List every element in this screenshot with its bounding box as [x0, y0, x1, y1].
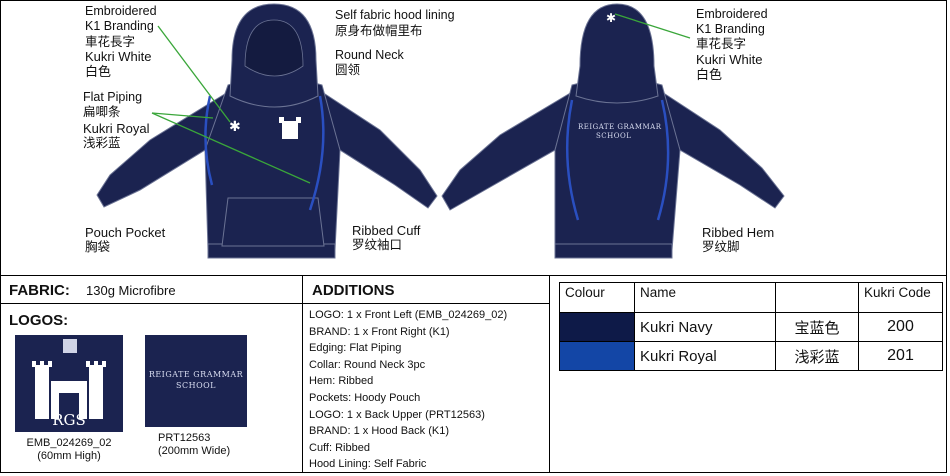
- logos-panel: LOGOS: RGS EMB_024269_02 (60mm High) REI…: [0, 304, 303, 473]
- additions-item: LOGO: 1 x Back Upper (PRT12563): [309, 408, 485, 421]
- additions-heading: ADDITIONS: [312, 282, 395, 299]
- garment-illustration-panel: ✱ ✱ REIGATE GRAMMAR SCHOOL Embroidere: [0, 3, 947, 276]
- fabric-value: 130g Microfibre: [86, 283, 176, 298]
- additions-header: ADDITIONS: [303, 276, 550, 304]
- emb-front-label-line1: Embroidered: [85, 4, 157, 18]
- ribbed-cuff-label-zh: 罗纹袖口: [352, 238, 403, 252]
- ribbed-hem-label-zh: 罗纹脚: [702, 240, 740, 254]
- piping-color: Kukri Royal: [83, 121, 150, 136]
- logo2-size: (200mm Wide): [158, 445, 231, 457]
- pouch-label: Pouch Pocket: [85, 225, 166, 240]
- logo1-code: EMB_024269_02: [26, 437, 112, 449]
- additions-item: LOGO: 1 x Front Left (EMB_024269_02): [309, 309, 508, 321]
- additions-item: BRAND: 1 x Hood Back (K1): [309, 425, 449, 438]
- back-hoodie: ✱: [441, 3, 785, 259]
- svg-text:✱: ✱: [229, 119, 241, 135]
- emb-front-color: Kukri White: [85, 49, 152, 64]
- logos-heading: LOGOS:: [9, 312, 69, 329]
- piping-color-zh: 浅彩蓝: [83, 136, 121, 150]
- additions-item: Cuff: Ribbed: [309, 441, 370, 454]
- colour-table: Colour Name Kukri Code Kukri Navy 宝蓝色 20…: [559, 282, 943, 371]
- emb-back-label-line1: Embroidered: [696, 7, 768, 21]
- piping-label: Flat Piping: [83, 90, 143, 104]
- emb-back-color: Kukri White: [696, 52, 763, 67]
- colour-table-header: Colour Name Kukri Code: [559, 282, 943, 313]
- piping-label-zh: 扁唧条: [83, 105, 121, 119]
- ribbed-hem-label: Ribbed Hem: [702, 225, 775, 240]
- reigate-wordmark-logo: REIGATE GRAMMAR SCHOOL: [145, 335, 247, 427]
- header-name: Name: [634, 282, 776, 313]
- wordmark-line1: REIGATE GRAMMAR: [148, 370, 244, 379]
- header-chinese: [775, 282, 859, 313]
- colour-swatch: [559, 312, 635, 342]
- colour-panel: Colour Name Kukri Code Kukri Navy 宝蓝色 20…: [550, 276, 947, 473]
- front-hoodie: ✱: [96, 3, 438, 259]
- round-neck-label-zh: 圆领: [335, 63, 361, 77]
- additions-item: Edging: Flat Piping: [309, 342, 402, 355]
- colour-swatch: [559, 341, 635, 371]
- emb-front-label-line2: K1 Branding: [85, 19, 154, 33]
- additions-item: Pockets: Hoody Pouch: [309, 391, 421, 404]
- logo1-size: (60mm High): [37, 450, 101, 462]
- rgs-crest-logo: RGS: [15, 335, 123, 432]
- emb-back-label-zh: 車花長字: [696, 37, 747, 51]
- additions-item: Hood Lining: Self Fabric: [309, 458, 427, 471]
- header-colour: Colour: [559, 282, 635, 313]
- additions-item: Collar: Round Neck 3pc: [309, 358, 426, 371]
- round-neck-label: Round Neck: [335, 48, 404, 62]
- fabric-heading: FABRIC:: [9, 282, 70, 299]
- emb-front-label-zh: 車花長字: [85, 35, 136, 49]
- rgs-logo-text: RGS: [52, 411, 86, 429]
- ribbed-cuff-label: Ribbed Cuff: [352, 223, 421, 238]
- hood-lining-label: Self fabric hood lining: [335, 8, 455, 22]
- back-print-line1: REIGATE GRAMMAR: [578, 123, 662, 131]
- colour-code: 200: [858, 312, 943, 342]
- logo2-code: PRT12563: [158, 432, 211, 444]
- pouch-label-zh: 胸袋: [85, 240, 111, 254]
- additions-item: Hem: Ribbed: [309, 375, 374, 388]
- colour-name: Kukri Royal: [634, 341, 776, 371]
- additions-list: LOGO: 1 x Front Left (EMB_024269_02) BRA…: [309, 307, 507, 473]
- back-print-line2: SCHOOL: [596, 132, 632, 140]
- hood-lining-label-zh: 原身布做帽里布: [335, 24, 423, 38]
- colour-row-navy: Kukri Navy 宝蓝色 200: [559, 312, 943, 342]
- colour-row-royal: Kukri Royal 浅彩蓝 201: [559, 341, 943, 371]
- additions-item: BRAND: 1 x Front Right (K1): [309, 325, 450, 338]
- header-kukri-code: Kukri Code: [858, 282, 943, 313]
- colour-name-zh: 浅彩蓝: [775, 341, 859, 371]
- emb-front-color-zh: 白色: [85, 64, 112, 79]
- castle-crest-icon: [32, 339, 106, 419]
- emb-back-color-zh: 白色: [696, 67, 723, 82]
- colour-code: 201: [858, 341, 943, 371]
- svg-text:✱: ✱: [606, 11, 616, 25]
- hoodie-drawings: ✱ ✱: [96, 3, 785, 259]
- colour-name-zh: 宝蓝色: [775, 312, 859, 342]
- additions-panel: LOGO: 1 x Front Left (EMB_024269_02) BRA…: [303, 304, 550, 473]
- emb-back-label-line2: K1 Branding: [696, 22, 765, 36]
- colour-name: Kukri Navy: [634, 312, 776, 342]
- wordmark-line2: SCHOOL: [175, 381, 216, 390]
- annotation-leaders: [151, 13, 691, 184]
- fabric-panel: FABRIC: 130g Microfibre: [0, 276, 303, 304]
